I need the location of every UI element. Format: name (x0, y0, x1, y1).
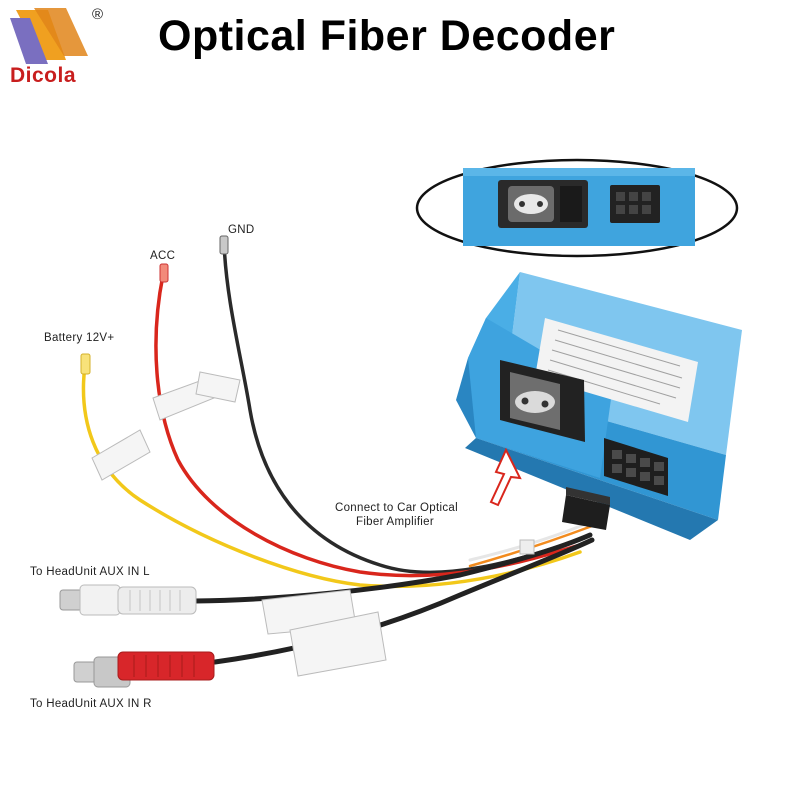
rca-right-red-plug (73, 651, 215, 688)
logo-text: Dicola (10, 64, 77, 87)
brand-logo: Dicola ® (8, 4, 113, 89)
decoder-box (456, 272, 742, 540)
acc-label: ACC (150, 250, 176, 262)
rca-left-white-plug (59, 584, 197, 616)
aux-r-label: To HeadUnit AUX IN R (30, 698, 152, 710)
harness-plug (519, 487, 610, 555)
registered-mark: ® (92, 6, 104, 23)
connect-label-line1: Connect to Car Optical (335, 502, 458, 514)
connector-inset (415, 158, 739, 258)
wire-harness (81, 240, 595, 665)
wire-tags (91, 371, 387, 677)
aux-l-label: To HeadUnit AUX IN L (30, 566, 150, 578)
page-title: Optical Fiber Decoder (158, 12, 616, 60)
connect-label-line2: Fiber Amplifier (356, 516, 434, 528)
arrow-icon (489, 447, 522, 507)
dicola-logo-icon (10, 8, 88, 64)
battery-label: Battery 12V+ (44, 332, 115, 344)
gnd-label: GND (228, 224, 255, 236)
wire-tips (80, 235, 229, 375)
